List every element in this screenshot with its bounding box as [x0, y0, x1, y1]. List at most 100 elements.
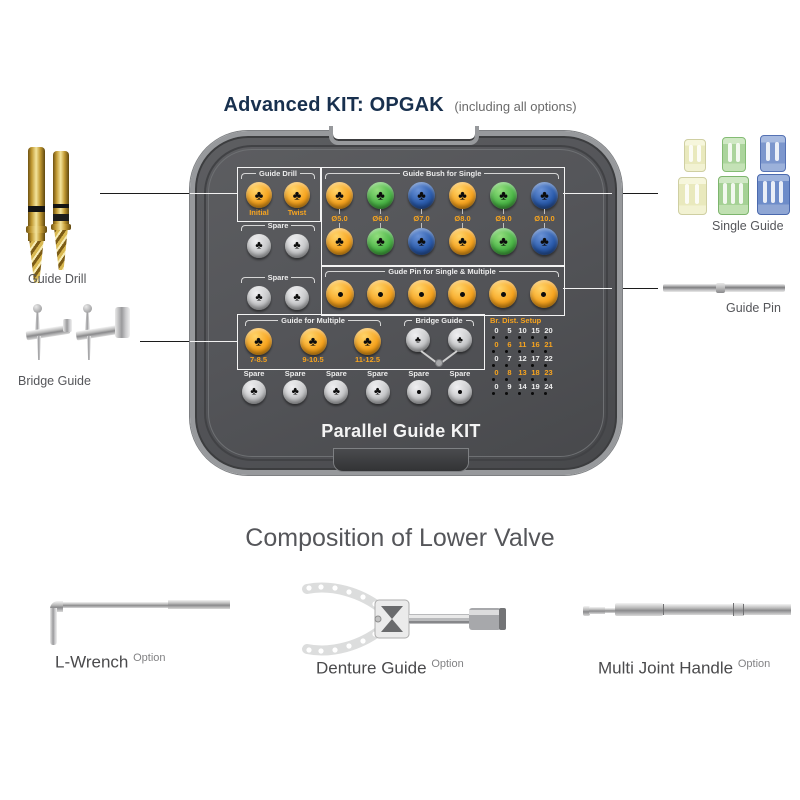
club-icon: ♣: [376, 233, 385, 249]
multiple-well: ♣: [245, 328, 272, 355]
spare-col: Spare ♣: [283, 369, 308, 404]
multi-joint-handle-name: Multi Joint Handle: [598, 658, 734, 678]
spare-label: Spare: [408, 369, 430, 378]
multiple-col: ♣ 11-12.5: [354, 328, 381, 364]
spare-col: Spare ♣: [242, 369, 266, 404]
multiple-col: ♣ 7-8.5: [245, 328, 272, 364]
guide-pin-well: [448, 280, 477, 308]
single-guide-image-label: Single Guide: [712, 219, 784, 233]
spare-col: Spare: [447, 369, 472, 404]
club-icon: ♣: [291, 385, 299, 397]
bush-diameter-label: Ø5.0: [331, 214, 348, 223]
setup-row: 0 8 13 18 23: [490, 369, 558, 381]
callout-line-bridge-guide-inner: [190, 341, 237, 342]
bridge-guide-header-label: Bridge Guide: [415, 316, 463, 325]
setup-value: 10: [518, 326, 527, 335]
tick: [380, 209, 381, 214]
l-wrench-option-tag: Option: [133, 652, 166, 664]
guide-pin-well: [529, 280, 558, 308]
setup-value: 15: [531, 326, 540, 335]
drill-initial-well: ♣: [246, 182, 272, 208]
tick: [462, 223, 463, 228]
bush-well-bottom: ♣: [408, 228, 435, 255]
club-icon: ♣: [540, 187, 549, 203]
bridge-well: ♣: [406, 328, 430, 352]
bush-diameter-label: Ø8.0: [454, 214, 471, 223]
club-icon: ♣: [293, 291, 301, 303]
club-icon: ♣: [376, 187, 385, 203]
spare-label: Spare: [325, 369, 347, 378]
tick: [503, 209, 504, 214]
spare-well: ♣: [247, 234, 271, 258]
l-wrench-label: L-Wrench Option: [55, 652, 166, 673]
club-icon: ♣: [250, 385, 258, 397]
case-bottom-tab: [334, 449, 468, 471]
guide-bush-box: [321, 167, 565, 267]
spare-group-1: Spare ♣ ♣: [241, 222, 315, 258]
spare-group-1-header: Spare: [241, 222, 315, 231]
denture-guide-label: Denture Guide Option: [316, 658, 464, 679]
tick: [339, 209, 340, 214]
callout-line-guide-pin: [612, 288, 658, 289]
spare-label: Spare: [367, 369, 388, 378]
spare-group-2-header: Spare: [241, 274, 315, 283]
club-icon: ♣: [458, 233, 467, 249]
bush-well-top: ♣: [490, 182, 517, 209]
bush-column: ♣ Ø6.0 ♣: [367, 182, 394, 255]
bush-well-bottom: ♣: [326, 228, 353, 255]
tick: [421, 223, 422, 228]
spare-bottom-row: Spare ♣ Spare ♣ Spare ♣ Spare ♣ Spare Sp…: [242, 369, 472, 404]
club-icon: ♣: [499, 187, 508, 203]
drill-twist-col: ♣ Twist: [284, 182, 310, 217]
bush-well-top: ♣: [408, 182, 435, 209]
multiple-well: ♣: [354, 328, 381, 355]
club-icon: ♣: [499, 233, 508, 249]
spare-col: Spare: [406, 369, 431, 404]
setup-value: 17: [531, 354, 540, 363]
guide-multiple-header-label: Guide for Multiple: [281, 316, 345, 325]
kit-name: Parallel Guide KIT: [321, 421, 481, 441]
bush-well-bottom: ♣: [531, 228, 558, 255]
l-wrench-name: L-Wrench: [55, 652, 129, 672]
guide-bush-section: Guide Bush for Single ♣ Ø5.0 ♣ ♣ Ø6.0 ♣ …: [325, 170, 559, 255]
callout-line-guide-pin-inner: [563, 288, 612, 289]
denture-guide-image: [302, 582, 506, 656]
pin-dot-icon: [457, 390, 462, 394]
tick: [544, 209, 545, 214]
guide-drill-header: Guide Drill: [241, 170, 315, 179]
drill-initial-label: Initial: [249, 208, 269, 217]
case-top-notch: [329, 126, 479, 145]
setup-value: 0: [494, 326, 499, 335]
setup-value: 14: [518, 382, 527, 391]
setup-value: 22: [544, 354, 553, 363]
setup-table-header: Br. Dist. Setup: [490, 316, 542, 325]
spare-col: Spare ♣: [365, 369, 390, 404]
spare-group-1-label: Spare: [267, 221, 289, 230]
bush-diameter-label: Ø10.0: [534, 214, 555, 223]
bush-well-bottom: ♣: [449, 228, 476, 255]
setup-row: 0 9 14 19 24: [490, 383, 558, 395]
club-icon: ♣: [335, 187, 344, 203]
lower-valve-heading: Composition of Lower Valve: [245, 524, 555, 552]
multiple-range-label: 11-12.5: [354, 355, 381, 364]
setup-value: 0: [494, 340, 499, 349]
denture-guide-name: Denture Guide: [316, 658, 427, 678]
guide-multiple-header: Guide for Multiple: [245, 317, 381, 326]
bridge-well: ♣: [448, 328, 472, 352]
drill-twist-label: Twist: [287, 208, 307, 217]
spare-well: ♣: [283, 380, 308, 404]
tick: [421, 209, 422, 214]
setup-value: 16: [531, 340, 540, 349]
club-icon: ♣: [457, 334, 463, 344]
spare-group-2-label: Spare: [267, 273, 289, 282]
spare-well: ♣: [285, 234, 309, 258]
guide-bush-header-label: Guide Bush for Single: [402, 169, 482, 178]
guide-pin-well: [407, 280, 436, 308]
bush-well-top: ♣: [531, 182, 558, 209]
multiple-well: ♣: [299, 328, 327, 355]
spare-well: ♣: [285, 286, 309, 310]
guide-pin-well: [489, 280, 518, 308]
guide-drill-header-label: Guide Drill: [259, 169, 297, 178]
club-icon: ♣: [254, 333, 263, 349]
